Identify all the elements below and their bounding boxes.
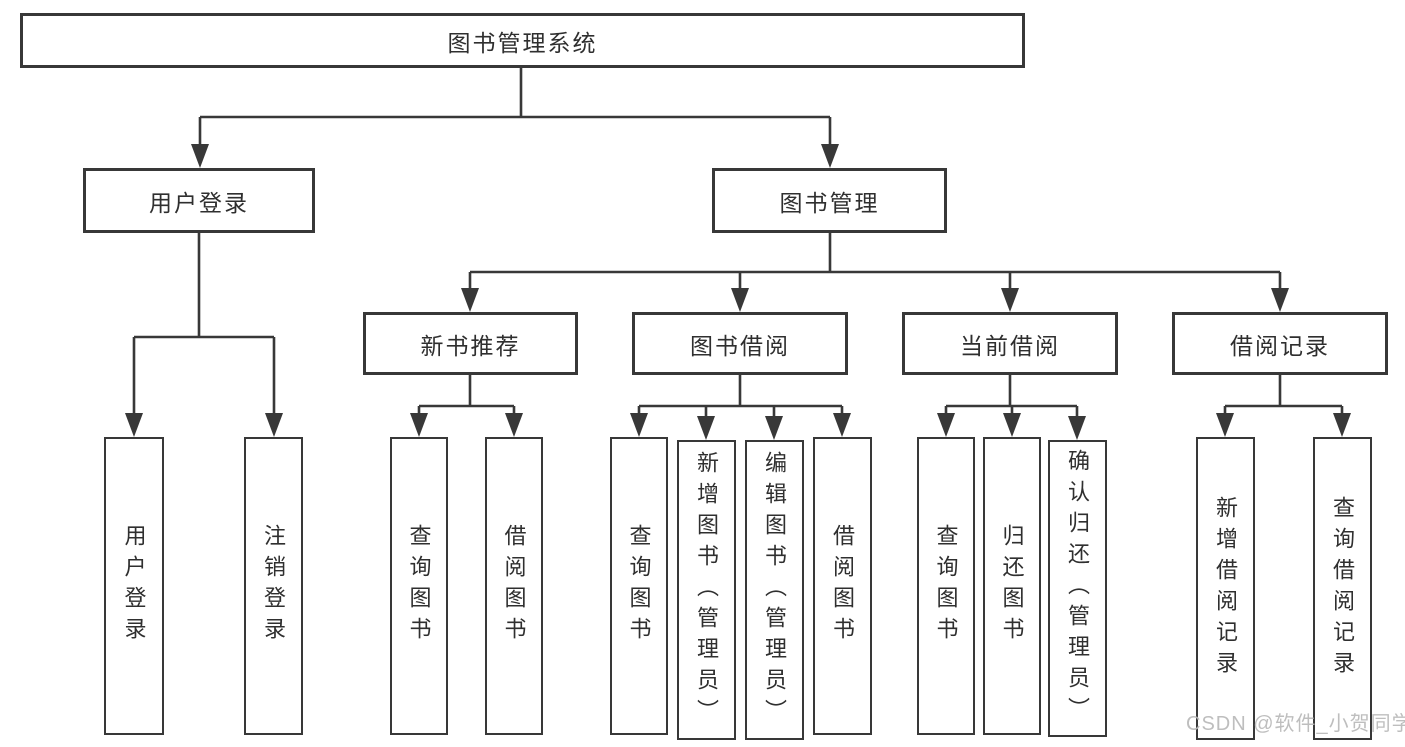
leaf-records-query-record: 查询借阅记录 (1313, 437, 1372, 740)
leaf-records-add-record: 新增借阅记录 (1196, 437, 1255, 740)
node-new-book-recommend: 新书推荐 (363, 312, 578, 375)
connector-user-login-to-leaves (125, 233, 283, 437)
node-root-book-management-system: 图书管理系统 (20, 13, 1025, 68)
connector-book-management-to-level3 (461, 233, 1289, 312)
leaf-borrow-add-books-admin: 新增图书（管理员） (677, 440, 736, 740)
node-book-borrow: 图书借阅 (632, 312, 848, 375)
connector-root-to-level2 (191, 68, 839, 168)
leaf-borrow-edit-books-admin: 编辑图书（管理员） (745, 440, 804, 740)
connector-borrow-records-to-leaves (1216, 375, 1351, 437)
leaf-logout: 注销登录 (244, 437, 303, 735)
leaf-borrow-query-books: 查询图书 (610, 437, 668, 735)
leaf-borrow-borrow-books: 借阅图书 (813, 437, 872, 735)
leaf-current-query-books: 查询图书 (917, 437, 975, 735)
leaf-recommend-query-books: 查询图书 (390, 437, 448, 735)
connector-new-book-recommend-to-leaves (410, 375, 523, 437)
connector-book-borrow-to-leaves (630, 375, 851, 440)
leaf-current-confirm-return-admin: 确认归还（管理员） (1048, 440, 1107, 737)
leaf-user-login: 用户登录 (104, 437, 164, 735)
connector-current-borrow-to-leaves (937, 375, 1086, 440)
node-book-management-branch: 图书管理 (712, 168, 947, 233)
leaf-current-return-books: 归还图书 (983, 437, 1041, 735)
node-current-borrow: 当前借阅 (902, 312, 1118, 375)
node-user-login-branch: 用户登录 (83, 168, 315, 233)
leaf-recommend-borrow-books: 借阅图书 (485, 437, 543, 735)
node-borrow-records: 借阅记录 (1172, 312, 1388, 375)
watermark: CSDN @软件_小贺同学 (1186, 713, 1405, 735)
